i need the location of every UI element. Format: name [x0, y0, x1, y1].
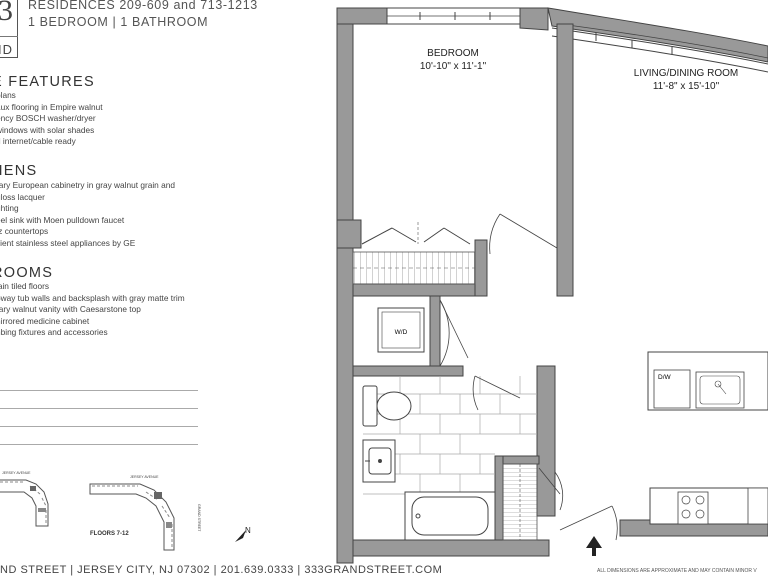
list-item: tz countertops [0, 226, 49, 236]
features-list: plans Lux flooring in Empire walnut ency… [0, 90, 103, 148]
street-label: JERSEY AVENUE [130, 475, 159, 479]
features-title: E FEATURES [0, 74, 95, 90]
floors-label: FLOORS 7-12 [90, 531, 129, 537]
list-item: Lux flooring in Empire walnut [0, 101, 103, 112]
list-item: gloss lacquer [0, 191, 45, 202]
north-arrow-icon: N [235, 526, 251, 542]
disclaimer: ALL DIMENSIONS ARE APPROXIMATE AND MAY C… [597, 568, 757, 574]
list-item: nirrored medicine cabinet [0, 315, 90, 326]
list-item: lain tiled floors [0, 281, 50, 291]
key-plan-diagrams: JERSEY AVENUE JERSEY AVENUE GRAND STREET [0, 471, 201, 551]
notes-line [0, 390, 198, 391]
notes-line [0, 426, 198, 427]
list-item: eel sink with Moen pulldown faucet [0, 214, 125, 225]
street-label: JERSEY AVENUE [2, 471, 31, 475]
unit-type-heading: 1 BEDROOM | 1 BATHROOM [28, 15, 209, 29]
living-room-dimensions: 11'-8" x 15'-10" [653, 81, 720, 92]
list-item: rary walnut vanity with Caesarstone top [0, 304, 141, 314]
bedroom-closet [352, 222, 476, 285]
list-item: bway tub walls and backsplash with gray … [0, 292, 185, 303]
vanity-sink [362, 439, 396, 483]
street-label: GRAND STREET [197, 504, 201, 532]
list-item: ghting [0, 203, 19, 213]
living-room-label: LIVING/DINING ROOM [634, 68, 738, 79]
kitchens-title: HENS [0, 163, 38, 179]
bedroom-window [386, 7, 521, 25]
key-plan-left [0, 479, 49, 527]
list-item: nbing fixtures and accessories [0, 327, 108, 337]
entry-arrow-icon [586, 536, 602, 556]
list-item: ency BOSCH washer/dryer [0, 113, 96, 123]
logo-frame [0, 0, 18, 58]
list-item: plans [0, 90, 16, 100]
kitchen-counter [649, 487, 768, 525]
list-item: rary European cabinetry in gray walnut g… [0, 180, 175, 190]
bathtub [404, 491, 496, 541]
bedroom-door [489, 213, 558, 255]
entry-door [559, 505, 618, 541]
north-label: N [245, 526, 251, 535]
bedroom-label: BEDROOM [427, 48, 479, 59]
residences-heading: RESIDENCES 209-609 and 713-1213 [28, 0, 258, 12]
logo-divider [0, 36, 18, 37]
kitchen-island: D/W [647, 351, 768, 411]
living-window [551, 27, 768, 73]
logo-number: 3 [0, 0, 13, 27]
bathrooms-title: ROOMS [0, 265, 54, 281]
list-item: windows with solar shades [0, 124, 95, 135]
notes-line [0, 408, 198, 409]
key-plan-right [89, 483, 175, 551]
list-item: d internet/cable ready [0, 136, 76, 146]
bathroom-door [472, 375, 521, 411]
washer-dryer-closet: W/D [377, 299, 469, 367]
washer-dryer-label: W/D [395, 329, 408, 336]
bedroom-dimensions: 10'-10" x 11'-1" [420, 61, 487, 72]
footer-contact: ND STREET | JERSEY CITY, NJ 07302 | 201.… [0, 564, 443, 576]
linen-closet [502, 463, 564, 541]
bathrooms-list: lain tiled floors bway tub walls and bac… [0, 281, 185, 339]
interior-walls [336, 23, 768, 557]
dishwasher-label: D/W [658, 374, 672, 381]
kitchens-list: rary European cabinetry in gray walnut g… [0, 180, 175, 249]
logo-subtext: ID [0, 42, 13, 57]
list-item: cient stainless steel appliances by GE [0, 237, 136, 248]
toilet [362, 385, 412, 427]
notes-line [0, 444, 198, 445]
